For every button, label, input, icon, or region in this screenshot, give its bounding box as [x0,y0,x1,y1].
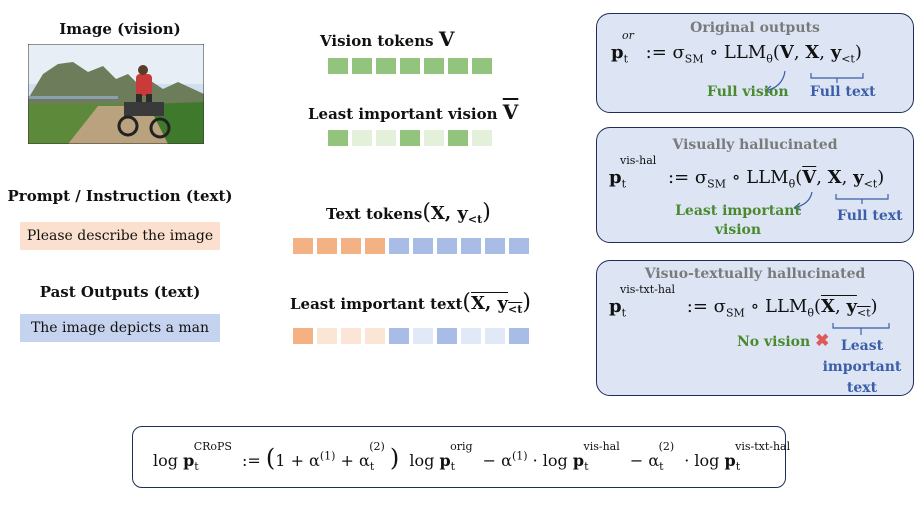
vision-token [352,130,372,146]
least-vision-row [328,130,498,148]
full-text-note: Full text [810,84,876,100]
no-vision-note: No vision ✖ [737,331,830,351]
vision-token [376,58,396,74]
vision-tokens-row [328,58,498,76]
text-token [437,328,457,344]
prompt-title: Prompt / Instruction (text) [7,187,233,205]
text-token [509,328,529,344]
full-text-note: Full text [837,208,903,224]
text-token [293,238,313,254]
visuo-textually-hallucinated-panel: Visuo-textually hallucinated ptvis-txt-h… [596,260,914,396]
red-x-icon: ✖ [815,331,830,351]
least-vision-title: Least important vision V [308,100,519,124]
vision-token [448,130,468,146]
vision-tokens-title: Vision tokens V [320,27,455,51]
text-tokens-title: Text tokens(X, y<t) [326,200,491,226]
vision-token [472,130,492,146]
past-box: The image depicts a man [20,314,220,342]
least-text-title: Least important text(X, y<t) [290,290,531,316]
text-tokens-row [293,238,533,256]
text-token [317,328,337,344]
annotation-arrows [832,323,890,335]
least-text-note: Least important text [822,338,902,396]
text-token [413,328,433,344]
original-outputs-panel: Original outputs ptor := σSM ∘ LLMθ(V, X… [596,13,914,113]
image-title: Image (vision) [59,20,181,38]
crops-formula: log ptCRoPS := (1 + α(1) + αt(2)) log pt… [153,439,791,474]
text-token [389,238,409,254]
text-token [437,238,457,254]
original-equation: ptor := σSM ∘ LLMθ(V, X, y<t) [611,29,862,66]
text-token [293,328,313,344]
vision-token [328,58,348,74]
text-token [365,238,385,254]
panel-title: Visuo-textually hallucinated [644,266,866,282]
text-token [389,328,409,344]
text-token [461,328,481,344]
text-token [365,328,385,344]
vision-token [376,130,396,146]
vision-token [400,58,420,74]
vision-token [448,58,468,74]
panel-title: Original outputs [690,20,820,36]
crops-formula-box: log ptCRoPS := (1 + α(1) + αt(2)) log pt… [132,426,790,488]
text-token [485,328,505,344]
past-title: Past Outputs (text) [39,283,201,301]
annotation-arrows [793,191,889,211]
text-token [317,238,337,254]
vis-txt-hal-equation: ptvis-txt-hal := σSM ∘ LLMθ(X, y<t) [609,283,878,320]
text-token [509,238,529,254]
vision-token [400,130,420,146]
text-token [413,238,433,254]
visually-hallucinated-panel: Visually hallucinated ptvis-hal := σSM ∘… [596,127,914,243]
text-token [341,328,361,344]
text-token [341,238,361,254]
panel-title: Visually hallucinated [672,137,838,153]
least-vision-note: Least important vision [675,203,801,238]
full-vision-note: Full vision [707,84,789,100]
vis-hal-equation: ptvis-hal := σSM ∘ LLMθ(V, X, y<t) [609,154,885,191]
vision-token [328,130,348,146]
text-token [485,238,505,254]
text-token [461,238,481,254]
vision-token [352,58,372,74]
vision-token [472,58,492,74]
vision-token [424,130,444,146]
prompt-box: Please describe the image [20,222,220,250]
vision-token [424,58,444,74]
least-text-row [293,328,533,346]
annotation-arrows [764,70,864,94]
motorbike-photo [28,44,204,144]
